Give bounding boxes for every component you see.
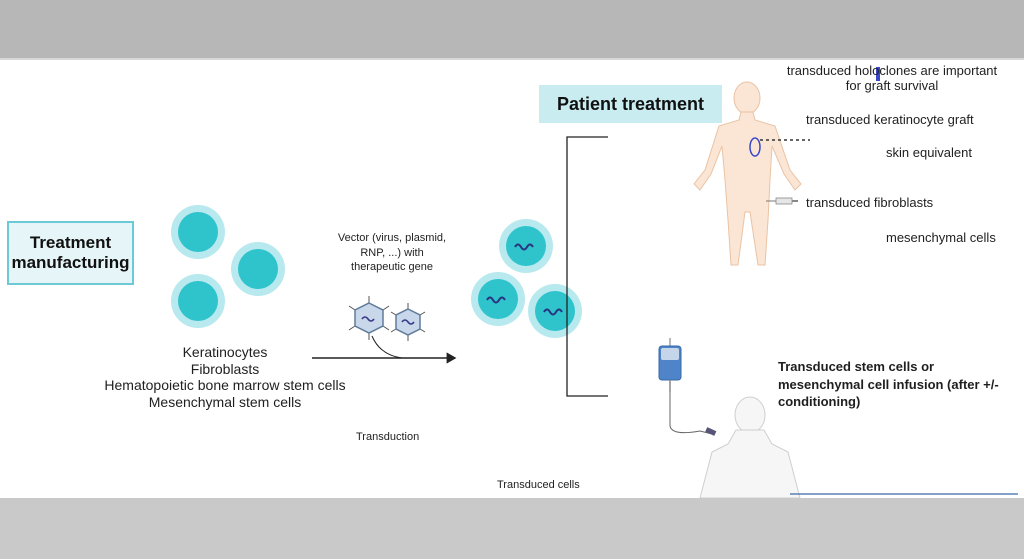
diagram-canvas (171, 67, 1018, 498)
treatment-manufacturing-title: Treatment manufacturing (11, 233, 130, 272)
cell-icon (231, 242, 285, 296)
vector-curve-line (371, 335, 403, 359)
patient-treatment-box: Patient treatment (539, 85, 722, 123)
treatment-manufacturing-box: Treatment manufacturing (7, 221, 134, 285)
holoclones-label: transduced holoclones are important for … (786, 63, 998, 94)
virus-particle-icon (390, 303, 426, 341)
mesenchymal-cells-label: mesenchymal cells (886, 230, 996, 245)
cell-group-untransduced (171, 205, 285, 328)
patient-body-figure (693, 81, 802, 266)
cell-type-label: Mesenchymal stem cells (148, 393, 302, 410)
cell-icon (171, 205, 225, 259)
patient-treatment-title: Patient treatment (556, 93, 705, 114)
cell-type-label: Keratinocytes (182, 344, 268, 360)
transduced-cells-label: Transduced cells (497, 479, 580, 491)
transduction-label: Transduction (356, 431, 420, 443)
transduced-cell-icon (471, 272, 525, 326)
cell-group-transduced (471, 219, 582, 338)
patient-infusion-figure (699, 396, 801, 498)
cell-types-list: Keratinocytes Fibroblasts Hematopoietic … (60, 344, 390, 410)
cell-type-label: Hematopoietic bone marrow stem cells (104, 377, 346, 394)
cell-type-label: Fibroblasts (190, 360, 260, 377)
skin-graft-marker (749, 137, 761, 157)
transduced-fibroblasts-label: transduced fibroblasts (806, 195, 934, 210)
branch-bracket (566, 136, 608, 397)
top-frame-band (0, 0, 1024, 60)
vector-label: Vector (virus, plasmid, RNP, ...) with t… (337, 232, 447, 274)
infusion-label: Transduced stem cells or mesenchymal cel… (778, 359, 999, 410)
skin-equivalent-label: skin equivalent (886, 145, 972, 160)
holoclone-marker (876, 67, 880, 81)
transduced-cell-icon (528, 284, 582, 338)
transduced-cell-icon (499, 219, 553, 273)
syringe-icon (766, 197, 798, 205)
virus-particle-icon (348, 296, 390, 340)
cell-icon (171, 274, 225, 328)
iv-bag-icon (658, 338, 717, 436)
keratinocyte-graft-label: transduced keratinocyte graft (806, 112, 974, 127)
bottom-frame-band (0, 498, 1024, 559)
